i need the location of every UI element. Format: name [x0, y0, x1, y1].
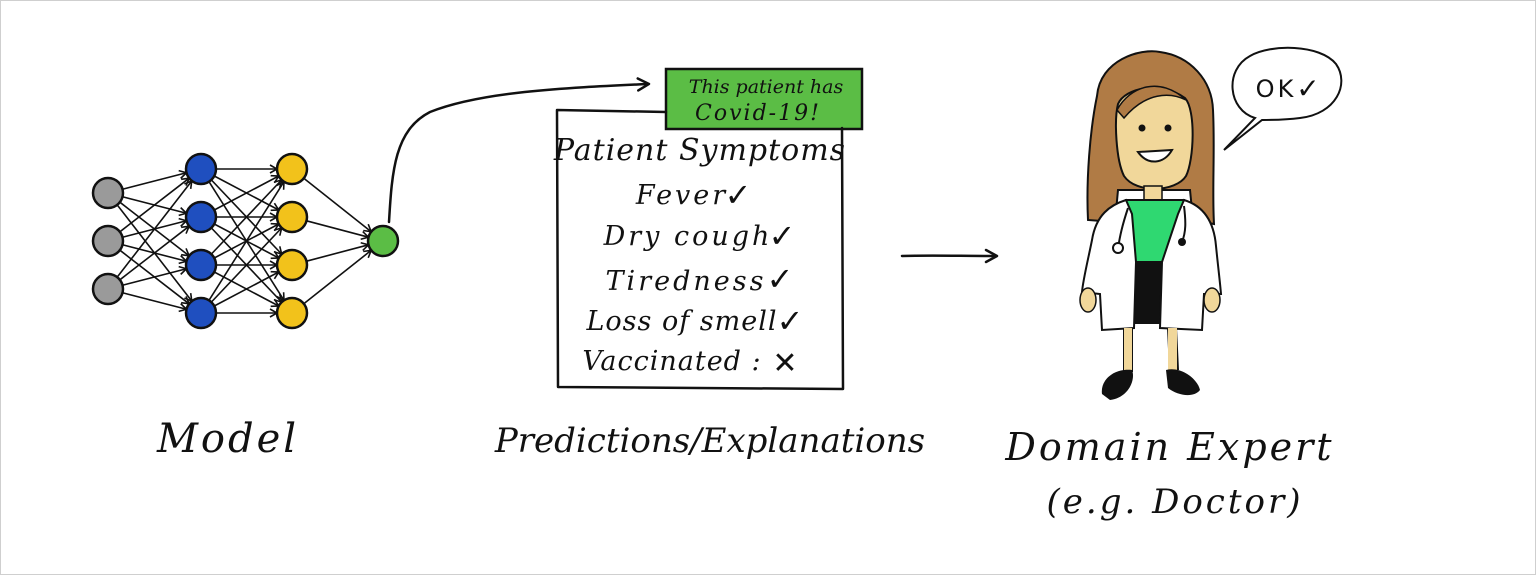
network-edge [116, 179, 193, 278]
symptom-dry-cough: Dry cough [603, 221, 773, 252]
doctor-coat-left [1080, 198, 1138, 332]
speech-bubble-text: OK [1256, 75, 1297, 103]
prediction-line-2: Covid-19! [695, 101, 821, 126]
hidden-node-layer-2 [275, 152, 309, 186]
network-edge [210, 226, 283, 303]
speech-bubble: OK ✓ [1223, 46, 1343, 151]
doctor-left-hand [1079, 287, 1097, 313]
doctor-coat-right [1158, 198, 1223, 332]
hidden-node-layer-2 [275, 248, 309, 282]
doctor-figure [1079, 50, 1223, 400]
prediction-line-1: This patient has [689, 76, 844, 98]
hidden-node-layer-2 [275, 296, 309, 330]
input-node [91, 224, 125, 258]
model-label: Model [156, 416, 299, 462]
network-edge [306, 220, 371, 241]
speech-bubble-check-icon: ✓ [1296, 72, 1319, 105]
network-edge [213, 174, 281, 211]
symptoms-title: Patient Symptoms [553, 133, 846, 168]
prediction-banner: This patient has Covid-19! [664, 67, 864, 131]
doctor-left-leg [1124, 328, 1132, 372]
symptom-fever: Fever [635, 180, 728, 211]
patient-symptoms-card: Patient Symptoms Fever ✓ Dry cough ✓ Tir… [553, 108, 846, 391]
stethoscope-earpiece-icon [1178, 238, 1186, 246]
network-edge [208, 180, 285, 301]
hidden-node-layer-1 [184, 152, 218, 186]
hidden-node-layer-1 [184, 200, 218, 234]
symptoms-card-border [555, 108, 845, 391]
neural-network-model [91, 152, 400, 330]
doctor-bangs [1116, 85, 1187, 120]
network-edge [210, 178, 283, 255]
doctor-left-eye [1138, 124, 1146, 132]
stethoscope-chestpiece-icon [1112, 242, 1124, 254]
symptom-tiredness: Tiredness [606, 266, 767, 297]
network-edge [213, 270, 281, 307]
speech-bubble-outline [1223, 46, 1343, 151]
expert-label-line-1: Domain Expert [1004, 425, 1334, 469]
symptom-loss-of-smell: Loss of smell [585, 306, 777, 337]
check-fever-icon: ✓ [725, 176, 752, 214]
network-edge [122, 169, 189, 191]
hidden-node-layer-2 [275, 200, 309, 234]
input-node [91, 272, 125, 306]
doctor-pants [1132, 262, 1162, 324]
output-node [366, 224, 400, 258]
network-edge [303, 249, 373, 305]
check-dry-cough-icon: ✓ [769, 217, 796, 255]
network-edge [306, 241, 371, 262]
network-edge [119, 177, 191, 233]
output-to-prediction-arrow [387, 77, 651, 224]
prediction-banner-box [664, 67, 864, 131]
network-edge [122, 265, 189, 287]
check-loss-of-smell-icon: ✓ [777, 302, 804, 340]
check-tiredness-icon: ✓ [767, 260, 794, 298]
doctor-right-hand [1203, 287, 1221, 313]
cross-vaccinated-icon: ✕ [772, 346, 797, 381]
network-edge [303, 177, 373, 233]
doctor-right-leg [1168, 328, 1177, 370]
doctor-smile [1136, 148, 1174, 163]
expert-label-line-2: (e.g. Doctor) [1047, 482, 1304, 522]
doctor-right-shoe [1166, 369, 1200, 396]
hidden-node-layer-1 [184, 296, 218, 330]
network-edge [119, 225, 191, 281]
predictions-label: Predictions/Explanations [494, 421, 925, 461]
doctor-right-eye [1164, 124, 1172, 132]
input-node [91, 176, 125, 210]
network-connections [116, 164, 373, 318]
network-edge [122, 291, 189, 313]
vaccinated-label: Vaccinated : [582, 346, 761, 377]
doctor-left-shoe [1101, 369, 1134, 400]
hidden-node-layer-1 [184, 248, 218, 282]
